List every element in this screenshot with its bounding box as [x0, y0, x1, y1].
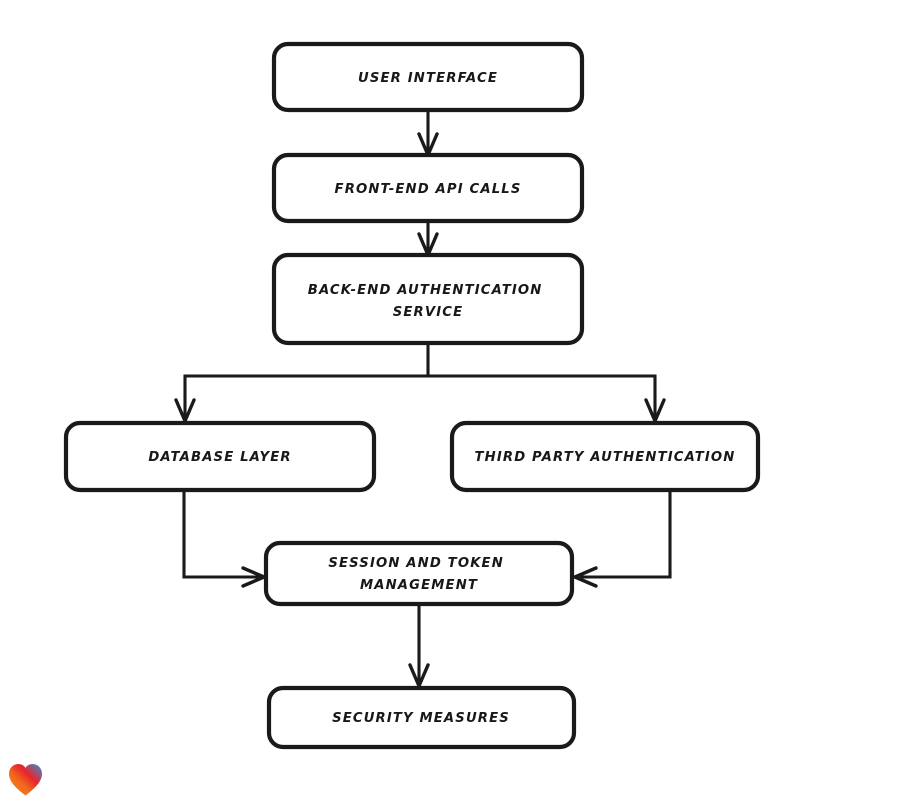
edge-ui-to-api — [417, 110, 439, 157]
node-shape — [63, 420, 377, 493]
edge-line — [428, 374, 657, 418]
node-security-measures[interactable]: SECURITY MEASURES — [266, 685, 577, 750]
edge-third-party-to-session — [573, 490, 672, 588]
node-back-end-auth-service[interactable]: BACK-END AUTHENTICATION SERVICE — [271, 252, 585, 346]
node-label: THIRD PARTY AUTHENTICATION — [475, 450, 736, 465]
edge-backend-to-third-party — [428, 374, 666, 423]
node-session-token-management[interactable]: SESSION AND TOKEN MANAGEMENT — [263, 540, 575, 607]
edge-api-to-backend — [417, 221, 439, 257]
node-shape — [266, 685, 577, 750]
edge-line — [580, 490, 672, 579]
node-database-layer[interactable]: DATABASE LAYER — [63, 420, 377, 493]
node-shape — [271, 41, 585, 113]
heart-shape — [9, 764, 42, 796]
node-shape — [271, 152, 585, 224]
node-shape — [263, 540, 575, 607]
node-label: FRONT-END API CALLS — [335, 182, 522, 197]
heart-icon — [9, 764, 42, 796]
node-layer: USER INTERFACE FRONT-END API CALLS BACK-… — [63, 41, 761, 750]
node-label: BACK-END AUTHENTICATION SERVICE — [308, 283, 548, 320]
edge-line — [182, 490, 260, 579]
arrowhead-left-icon — [573, 566, 598, 588]
node-shape — [271, 252, 585, 346]
node-label: USER INTERFACE — [358, 71, 498, 86]
node-shape — [449, 420, 761, 493]
node-label: SESSION AND TOKEN MANAGEMENT — [328, 556, 509, 593]
node-third-party-authentication[interactable]: THIRD PARTY AUTHENTICATION — [449, 420, 761, 493]
edge-backend-to-database — [174, 343, 430, 423]
edge-database-to-session — [182, 490, 266, 588]
node-label: DATABASE LAYER — [148, 450, 291, 465]
edge-session-to-security — [408, 604, 430, 688]
node-front-end-api-calls[interactable]: FRONT-END API CALLS — [271, 152, 585, 224]
edge-line — [183, 343, 430, 418]
node-user-interface[interactable]: USER INTERFACE — [271, 41, 585, 113]
node-label: SECURITY MEASURES — [332, 711, 510, 726]
